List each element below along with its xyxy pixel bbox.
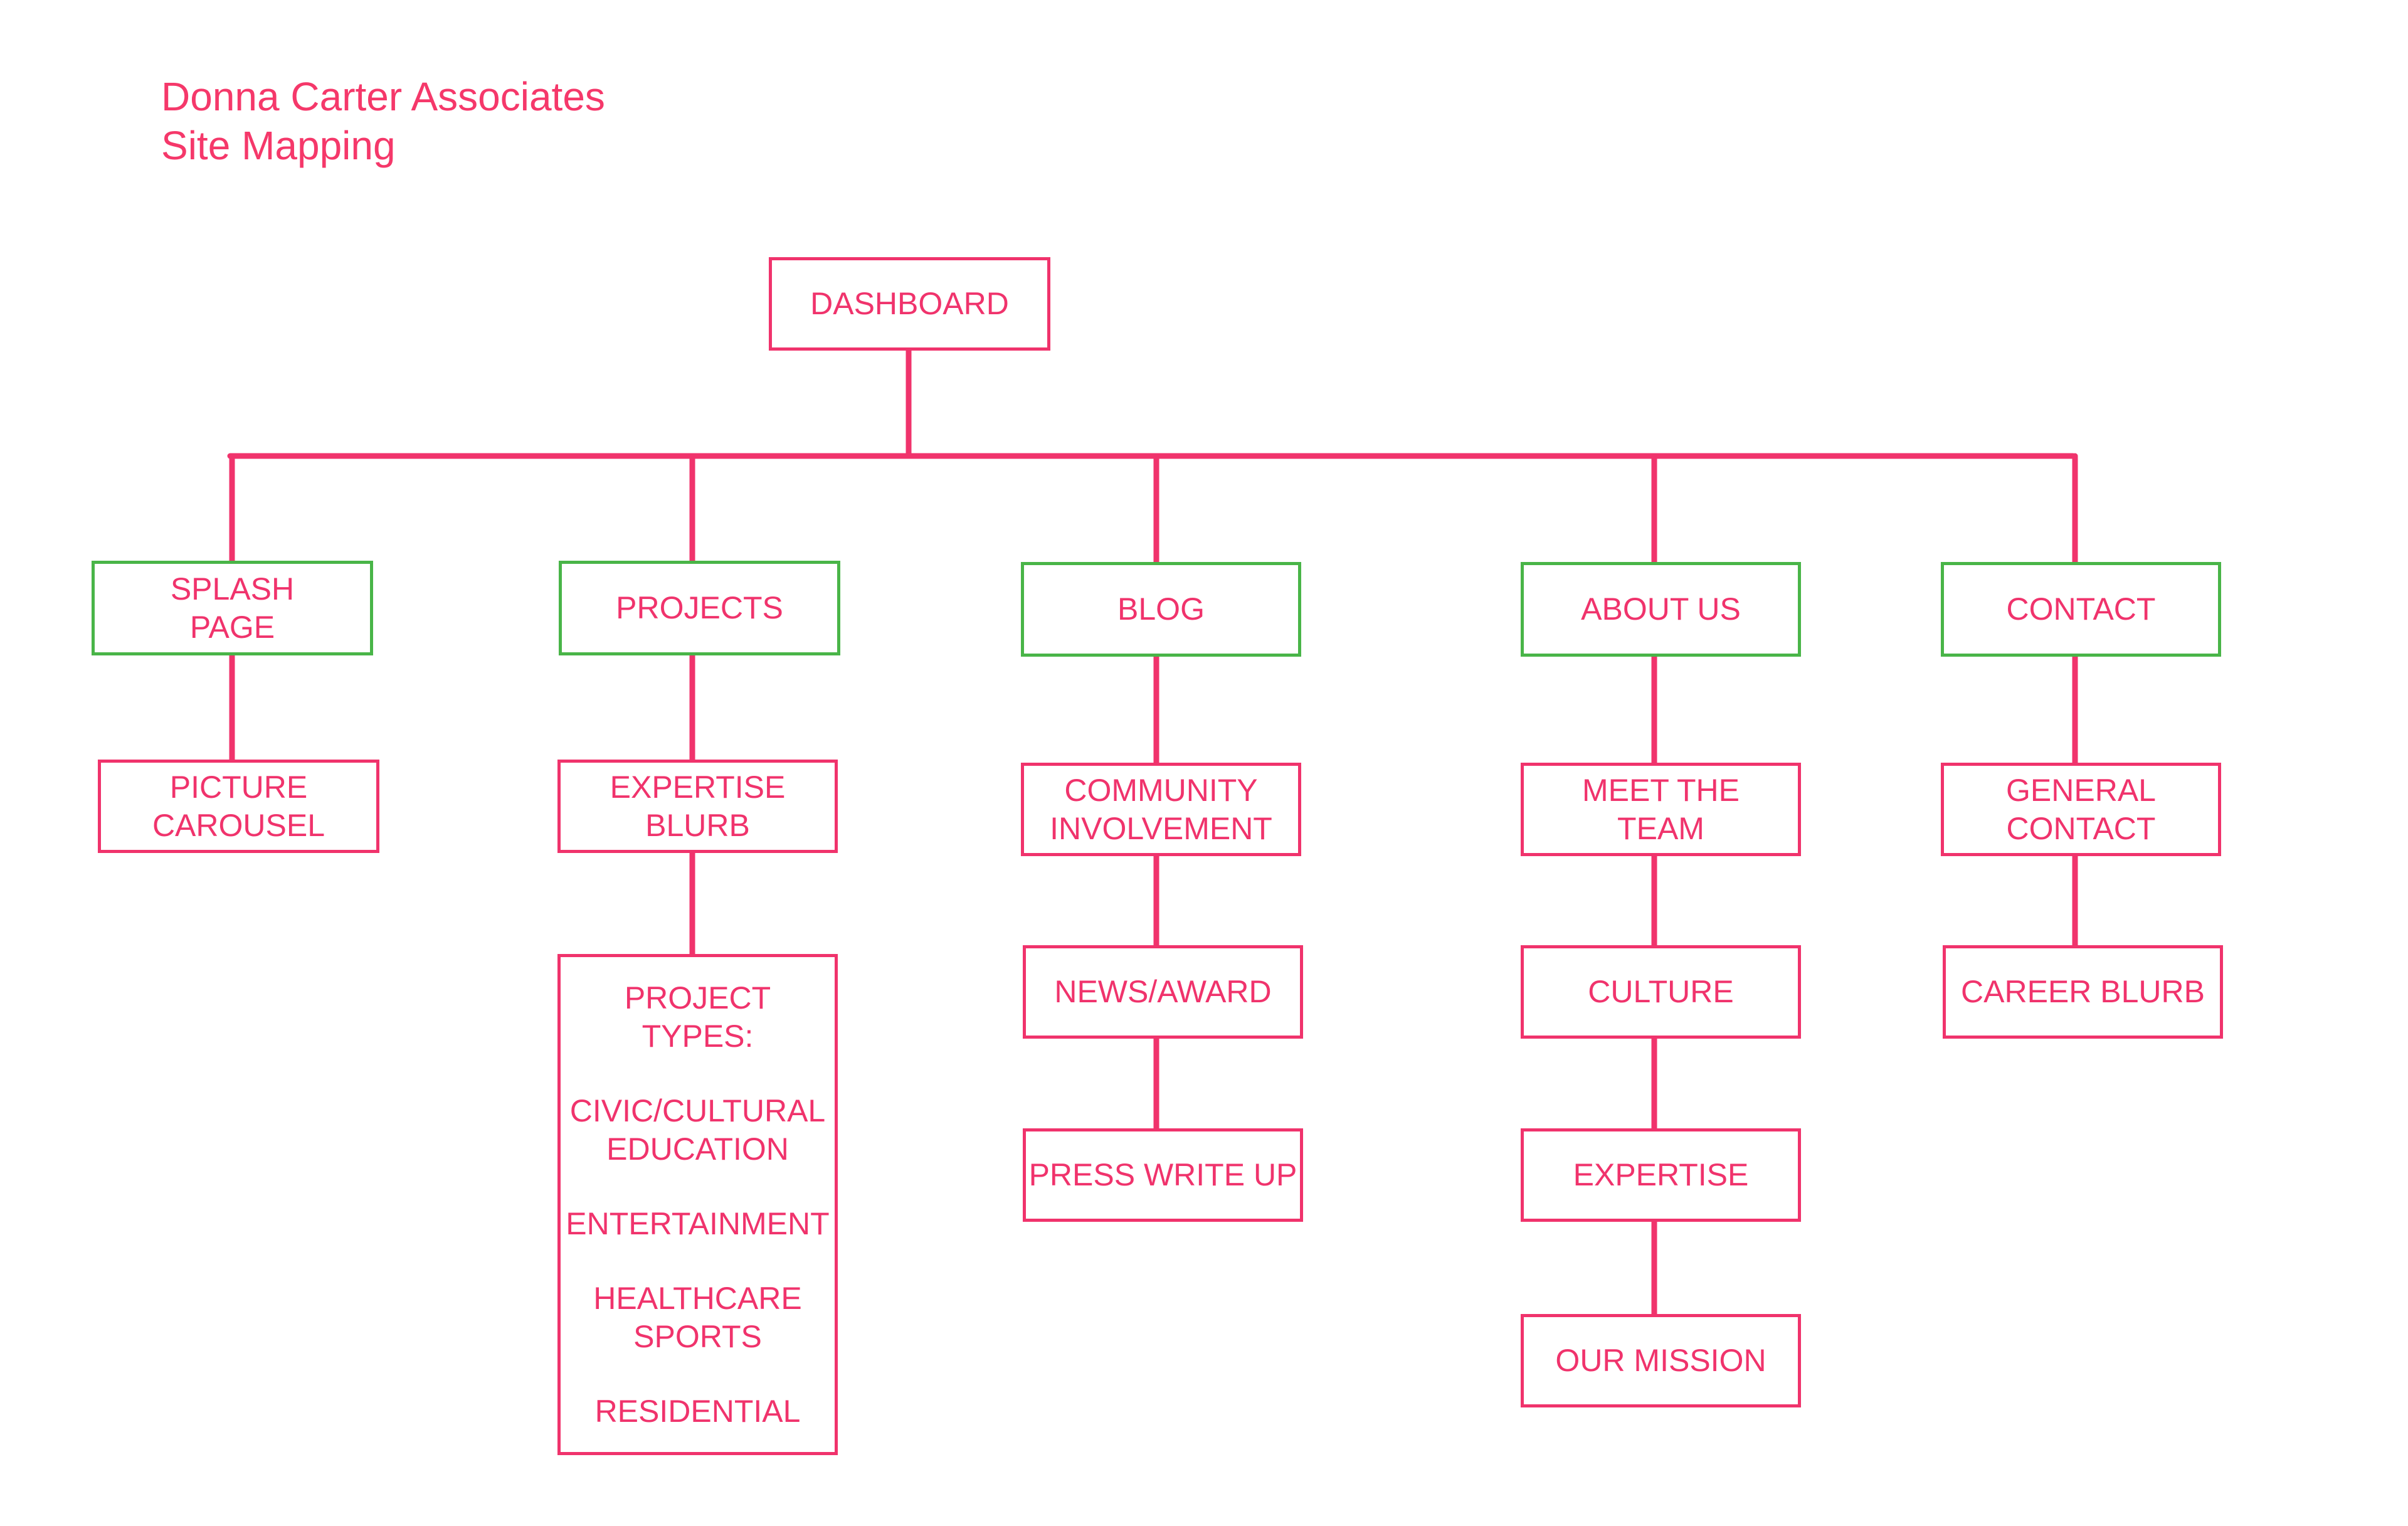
node-label-line: COMMUNITY [1064,772,1258,808]
node-label-line: INVOLVEMENT [1050,810,1272,846]
node-culture: CULTURE [1521,945,1801,1039]
node-label-line: CONTACT [2006,810,2156,846]
node-label-line: MEET THE [1582,772,1740,808]
diagram-title: Donna Carter Associates [161,74,605,119]
node-career-blurb: CAREER BLURB [1943,945,2223,1039]
node-label-line: CIVIC/CULTURAL [569,1093,826,1128]
node-label-line: CAROUSEL [152,807,325,843]
node-label-line: NEWS/AWARD [1054,974,1272,1009]
node-label-line: BLURB [645,807,750,843]
node-label-line: PICTURE [169,769,308,805]
node-label-line: RESIDENTIAL [594,1393,801,1429]
node-label-line: GENERAL [2006,772,2156,808]
node-label-line: PROJECT [624,980,771,1015]
node-contact: CONTACT [1941,562,2221,657]
node-label-line: EXPERTISE [1573,1157,1749,1192]
node-label-line: PRESS WRITE UP [1028,1157,1297,1192]
node-news-award: NEWS/AWARD [1023,945,1303,1039]
node-label-line: DASHBOARD [810,286,1009,321]
node-dashboard: DASHBOARD [769,257,1050,351]
node-label-line: CAREER BLURB [1961,974,2205,1009]
node-label-line: ABOUT US [1581,591,1741,627]
node-label-line: CONTACT [2006,591,2156,627]
node-label-line: SPORTS [633,1318,762,1354]
node-label-line: EDUCATION [606,1131,789,1167]
node-label-line: BLOG [1117,591,1205,627]
diagram-subtitle: Site Mapping [161,123,396,168]
node-label-line: CULTURE [1588,974,1734,1009]
node-label-line: PROJECTS [616,590,783,625]
node-label-line: PAGE [189,609,275,645]
node-label-line: EXPERTISE [610,769,786,805]
node-label-line: TYPES: [642,1018,754,1054]
node-about-us: ABOUT US [1521,562,1801,657]
node-label-line: TEAM [1617,810,1704,846]
node-label-line: HEALTHCARE [593,1280,802,1316]
node-projects: PROJECTS [559,561,840,655]
node-press-write-up: PRESS WRITE UP [1023,1128,1303,1222]
node-expertise: EXPERTISE [1521,1128,1801,1222]
node-our-mission: OUR MISSION [1521,1314,1801,1407]
node-label-line: SPLASH [170,571,295,607]
node-label-line: ENTERTAINMENT [566,1205,830,1241]
node-label-line: OUR MISSION [1555,1343,1766,1378]
node-blog: BLOG [1021,562,1301,657]
